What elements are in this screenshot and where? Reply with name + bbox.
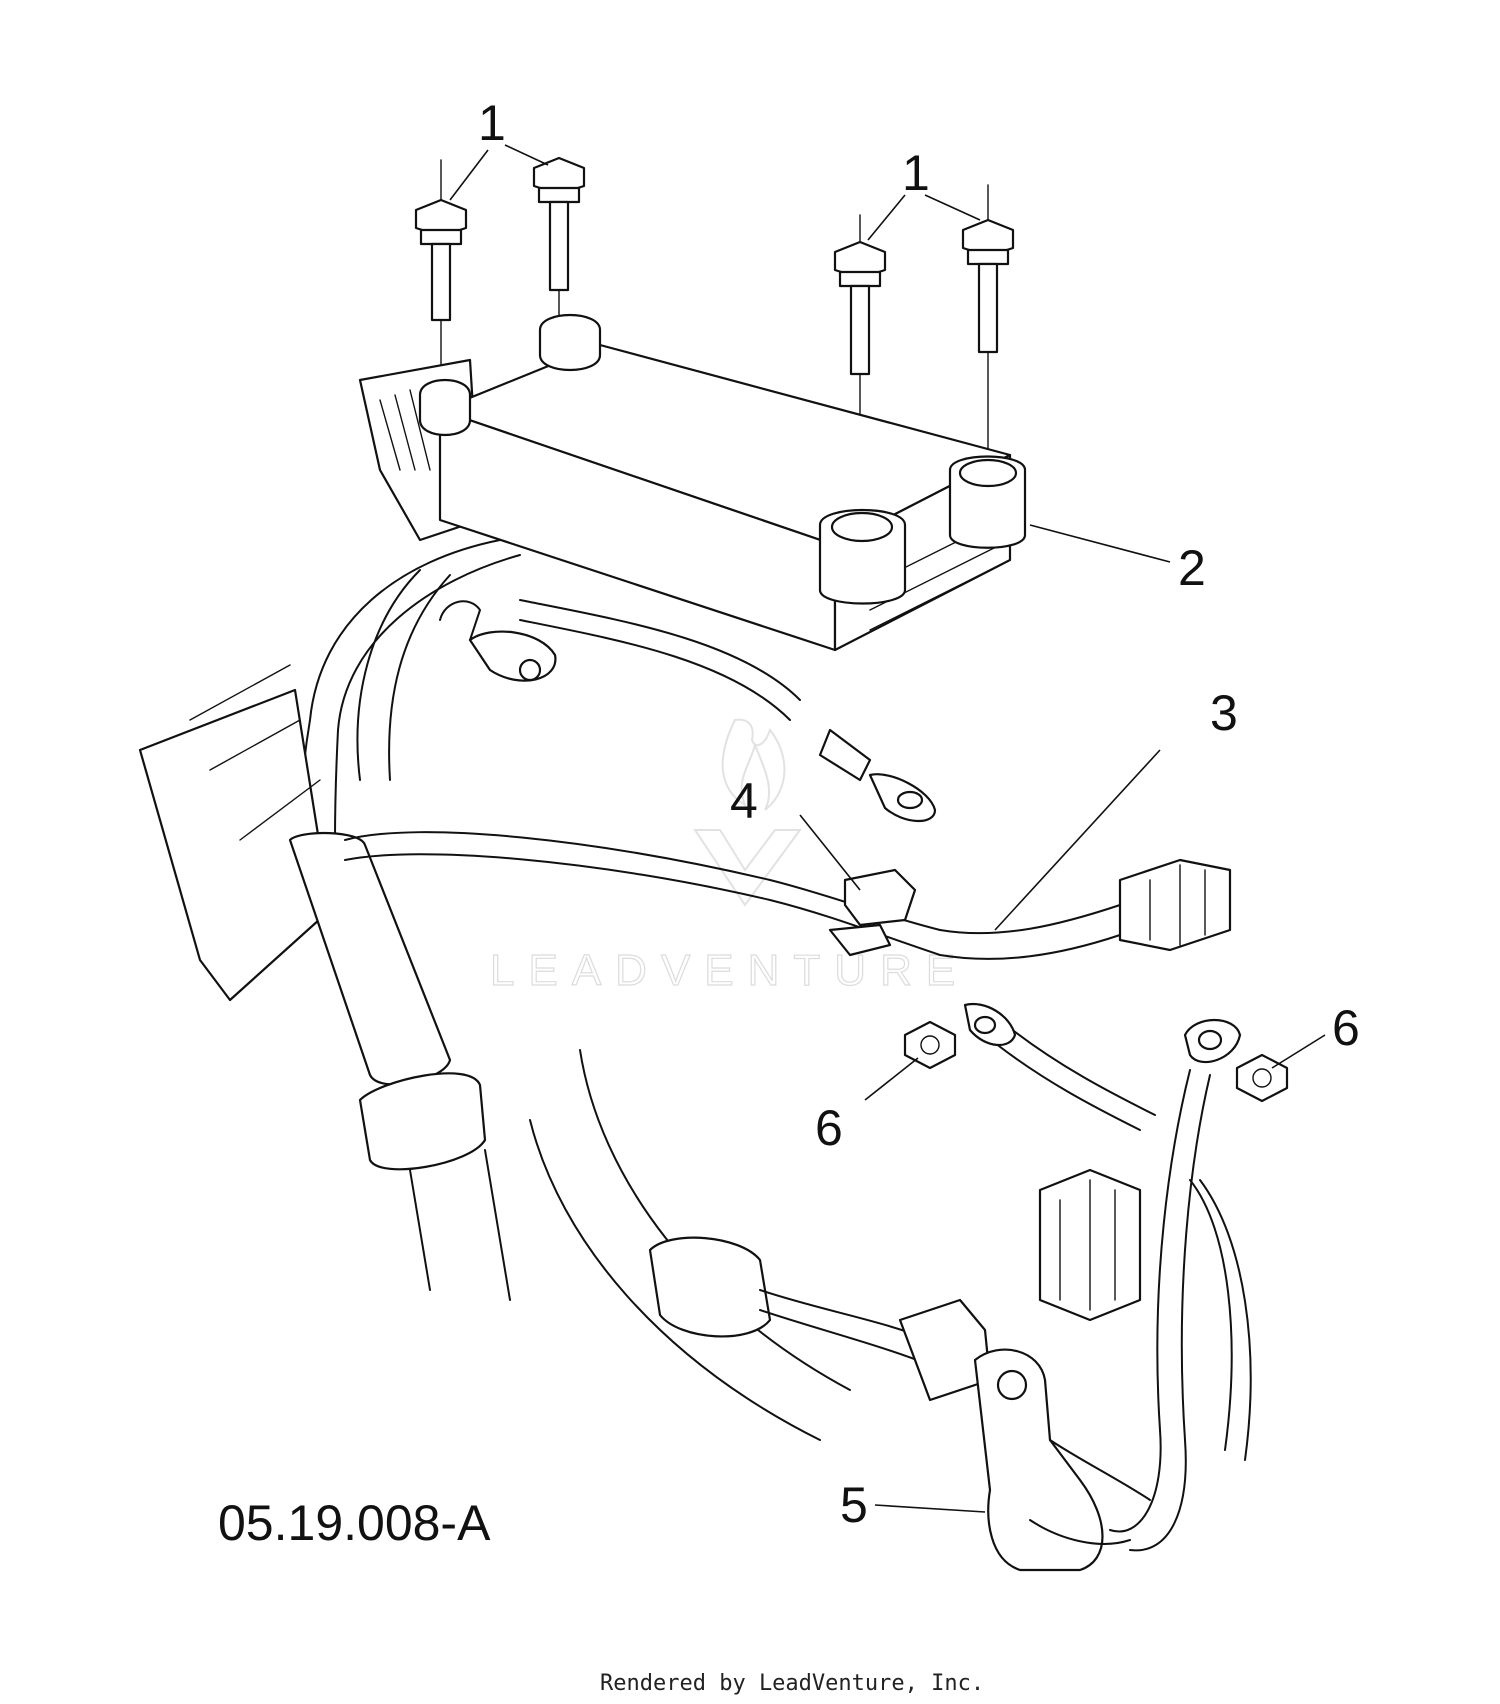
render-credit: Rendered by LeadVenture, Inc. — [600, 1671, 984, 1696]
callout-5: 5 — [840, 1477, 868, 1533]
nut-right — [1235, 1034, 1326, 1103]
harness-clip — [799, 814, 917, 957]
bolt-1 — [414, 159, 468, 396]
bolt-3 — [833, 214, 887, 521]
callout-1-right: 1 — [902, 145, 930, 201]
callout-1-leaders — [449, 144, 981, 241]
callout-1-left: 1 — [478, 95, 506, 151]
callout-4: 4 — [730, 773, 758, 829]
flame-v-logo-icon — [693, 718, 802, 907]
watermark-text: LEADVENTURE — [490, 946, 969, 995]
callout-6-left: 6 — [815, 1100, 843, 1156]
callout-2: 2 — [1178, 540, 1206, 596]
control-module — [358, 313, 1171, 652]
nut-left — [864, 1020, 957, 1101]
callout-3: 3 — [1210, 685, 1238, 741]
watermark: LEADVENTURE — [489, 718, 969, 996]
bolt-4 — [961, 184, 1015, 471]
figure-code: 05.19.008-A — [218, 1495, 491, 1551]
wire-harness — [138, 539, 1252, 1552]
callout-6-right: 6 — [1332, 1000, 1360, 1056]
mounting-bracket — [874, 1348, 1151, 1572]
